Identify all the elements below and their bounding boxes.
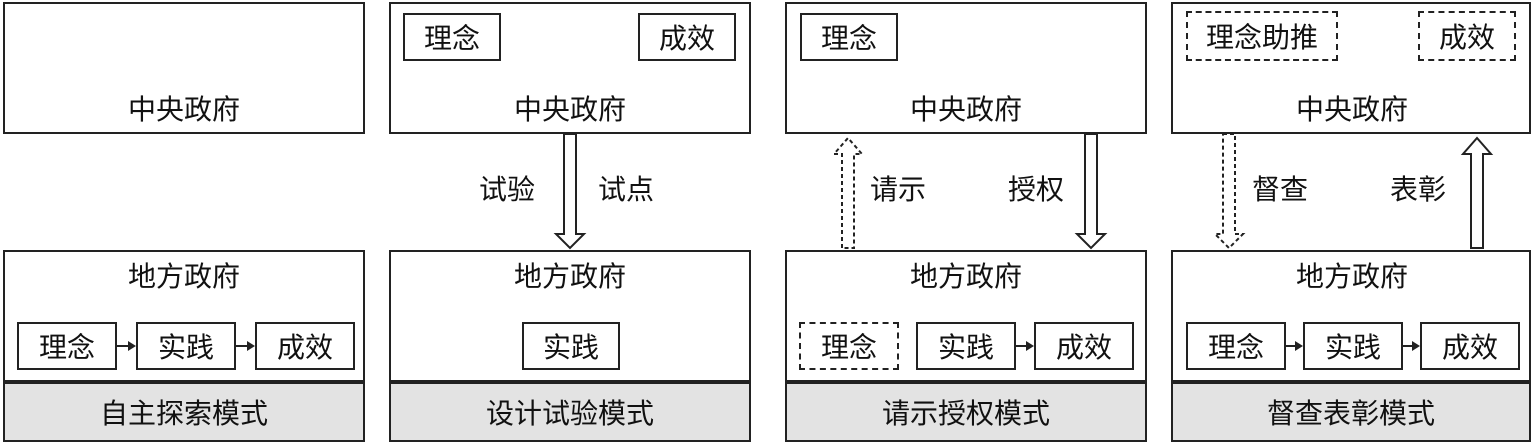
p2-effect-box: 成效 — [638, 13, 736, 61]
p3-down-arrow — [1074, 133, 1108, 250]
p2-arrow-left-label: 试验 — [479, 173, 536, 206]
p3-central-label: 中央政府 — [910, 93, 1023, 126]
p4-local-label: 地方政府 — [1296, 260, 1409, 293]
p4-practice-box: 实践 — [1303, 322, 1403, 370]
p1-local-label: 地方政府 — [128, 260, 241, 293]
p2-down-arrow — [553, 133, 587, 250]
p2-caption: 设计试验模式 — [389, 382, 751, 442]
p4-central-label: 中央政府 — [1296, 93, 1409, 126]
p4-effect-box: 成效 — [1420, 322, 1520, 370]
p1-effect-box: 成效 — [255, 322, 355, 370]
p4-idea-push-box: 理念助推 — [1186, 11, 1338, 61]
p4-arrow-right-label: 表彰 — [1390, 173, 1447, 206]
p4-idea-box: 理念 — [1186, 322, 1286, 370]
p2-idea-box: 理念 — [403, 13, 501, 61]
p3-local-label: 地方政府 — [910, 260, 1023, 293]
p1-practice-box: 实践 — [136, 322, 236, 370]
p3-arrow-right-label: 授权 — [1008, 173, 1065, 206]
p4-up-arrow — [1460, 136, 1494, 249]
p2-local-label: 地方政府 — [514, 260, 627, 293]
p3-up-dashed-arrow — [831, 136, 865, 249]
p4-caption: 督查表彰模式 — [1171, 382, 1531, 442]
p3-effect-box: 成效 — [1034, 322, 1134, 370]
p3-caption: 请示授权模式 — [785, 382, 1147, 442]
p2-central-label: 中央政府 — [514, 93, 627, 126]
p4-down-dashed-arrow — [1212, 133, 1246, 250]
p1-idea-box: 理念 — [17, 322, 117, 370]
p4-arrow-left-label: 督查 — [1252, 173, 1309, 206]
p1-central-label: 中央政府 — [128, 93, 241, 126]
p3-idea-dashed-box: 理念 — [799, 322, 899, 370]
p3-arrow-left-label: 请示 — [870, 173, 927, 206]
p3-practice-box: 实践 — [916, 322, 1016, 370]
p2-practice-box: 实践 — [522, 322, 620, 370]
p2-arrow-right-label: 试点 — [598, 173, 655, 206]
p3-idea-box: 理念 — [800, 13, 898, 61]
p4-effect-dashed-box: 成效 — [1418, 11, 1516, 61]
p1-central-box — [3, 2, 365, 134]
p1-caption: 自主探索模式 — [3, 382, 365, 442]
